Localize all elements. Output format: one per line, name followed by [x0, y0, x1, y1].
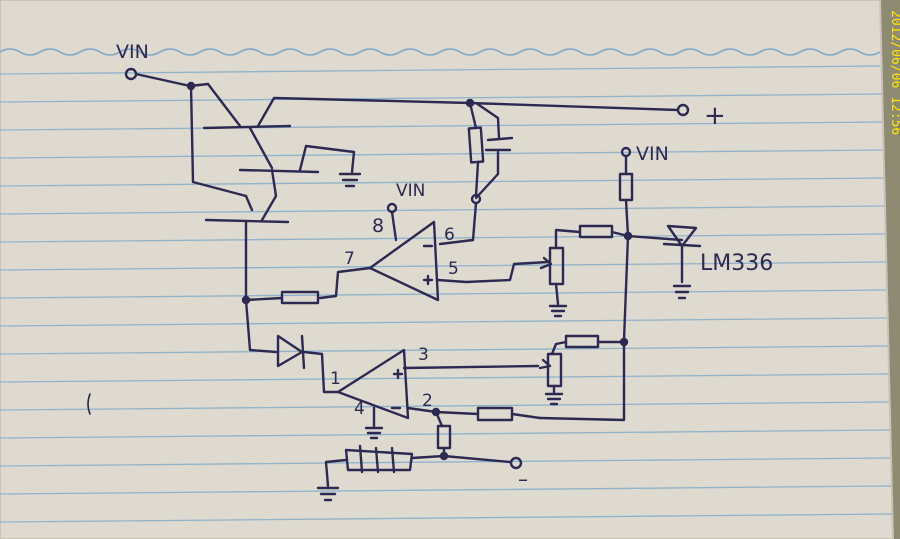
diode-wire-left [244, 298, 278, 354]
opamp1-pin6-wire [438, 201, 478, 246]
label-lm336: LM336 [700, 251, 773, 276]
sense-wire-low [474, 160, 480, 198]
opamp-lower [336, 348, 410, 420]
opamp-lower-pin3-wire [402, 364, 540, 370]
opamp-lower-inputs [390, 368, 404, 410]
base-resistor-wire [244, 296, 284, 302]
circuit-schematic [87, 67, 702, 502]
label-pin-4: 4 [354, 399, 365, 419]
pot-wiper-upper [539, 256, 553, 270]
q1-emitter-to-output [256, 96, 472, 128]
label-pin-2: 2 [422, 391, 433, 411]
label-pin-8: 8 [372, 215, 384, 237]
output-rail [468, 101, 680, 112]
label-pin-3: 3 [418, 345, 429, 365]
label-plus-output: + [704, 101, 726, 131]
stray-mark [87, 393, 91, 415]
capacitor-plates [484, 136, 514, 152]
label-pin-1: 1 [330, 369, 341, 389]
ruled-lines [0, 65, 893, 523]
q3-base-bar [204, 218, 290, 224]
pot-upper-top-wire [554, 228, 582, 250]
feedback-resistor-wire [510, 412, 542, 420]
opamp-upper [368, 220, 440, 302]
ground-symbol-lm336 [672, 284, 692, 300]
q1-base-bar [202, 124, 292, 130]
label-pin-6: 6 [444, 225, 455, 245]
label-pin-7: 7 [344, 249, 355, 269]
cap-lead-bottom [474, 150, 500, 200]
reference-wire [624, 198, 630, 238]
label-vin-right: VIN [636, 143, 669, 165]
perforation-line [0, 48, 881, 56]
cap-bank-wire [410, 454, 446, 460]
cap-bank-ground-wire [324, 458, 348, 488]
opamp-vin-terminal [386, 202, 398, 214]
lm336-zener-symbol [662, 224, 702, 284]
label-vin-opamp: VIN [396, 181, 425, 201]
opamp-upper-vin-lead [390, 210, 398, 242]
output-minus-terminal [509, 456, 523, 470]
label-pin-5: 5 [448, 259, 459, 279]
ground-symbol-pot-upper [548, 282, 568, 318]
camera-date-stamp: 2012/06/06 12:56 [888, 10, 900, 135]
divider-wire [434, 410, 444, 428]
output-plus-terminal [676, 103, 690, 117]
q3-collector [244, 194, 254, 212]
lm336-feed [626, 234, 684, 242]
opamp-upper-pin5-wire [436, 260, 550, 284]
q2-base-bar [238, 168, 320, 174]
label-vin-top: VIN [116, 41, 149, 63]
lower-pot-top-wire [550, 340, 568, 356]
label-minus-output: – [518, 467, 528, 491]
left-feed-wire [189, 84, 248, 198]
cap-lead-top [474, 101, 501, 140]
opamp-upper-inputs [422, 244, 434, 286]
q2-lead [248, 126, 274, 170]
ground-symbol-opamp-lower [364, 406, 384, 440]
q3-emitter [260, 168, 278, 222]
opamp-upper-out-wire [318, 266, 372, 300]
pot-wiper-lower [538, 358, 552, 370]
ground-symbol-q2 [338, 172, 362, 188]
q1-collector [206, 82, 242, 128]
q2-emitter-ground [298, 144, 356, 174]
ground-symbol-bottom [316, 486, 340, 502]
sense-wire [468, 101, 478, 130]
diode-wire-right [302, 350, 340, 394]
handwritten-labels: VIN + VIN VIN 8 6 7 5 LM336 1 3 4 2 – [116, 41, 773, 491]
ground-symbol-pot-lower [544, 384, 564, 406]
right-vertical-wire [538, 234, 630, 422]
